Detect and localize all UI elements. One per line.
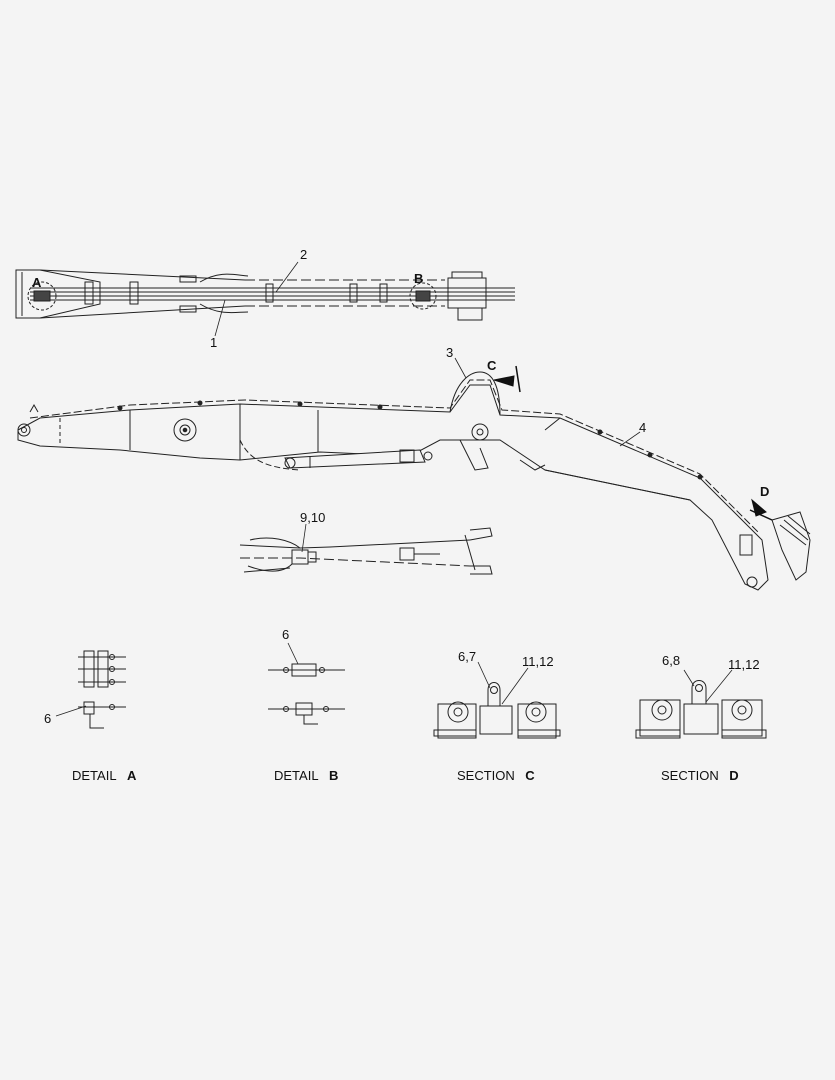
detail-b-leader [287,642,299,665]
boom-top-view [15,269,515,321]
callout-11-12-section-c: 11,12 [522,654,554,669]
marker-b: B [414,271,423,286]
caption-detail-b: DETAIL B [274,767,338,784]
boom-side-view [17,371,811,591]
caption-detail-a-letter: A [127,768,137,783]
detail-a-leader [55,705,87,717]
callout-11-12-section-d: 11,12 [728,657,760,672]
caption-section-d-letter: D [729,768,738,783]
section-c-drawing [433,682,561,739]
section-d-marker [749,498,773,521]
callout-4: 4 [639,420,646,435]
callout-6-detail-b: 6 [282,627,289,642]
detail-a-circle [27,281,57,311]
marker-c: C [487,358,497,373]
callout-6-7: 6,7 [458,649,476,664]
caption-detail-a-label: DETAIL [72,768,117,783]
detail-a-drawing [78,650,126,729]
caption-section-d: SECTION D [661,767,739,784]
callout-6-8: 6,8 [662,653,680,668]
caption-section-c-letter: C [525,768,535,783]
callout-9-10: 9,10 [300,510,325,525]
side-view-leaders [454,357,641,447]
callout-2: 2 [300,247,307,262]
detail-b-circle [409,282,437,310]
caption-section-c: SECTION C [457,767,535,784]
mid-detail-leader [301,523,307,553]
caption-detail-b-letter: B [329,768,338,783]
marker-d: D [760,484,769,499]
section-c-marker [493,365,521,393]
callout-6-detail-a: 6 [44,711,51,726]
mid-hose-detail [239,527,493,575]
caption-detail-b-label: DETAIL [274,768,319,783]
section-d-leaders [683,669,733,703]
section-c-leaders [477,661,529,705]
section-d-drawing [635,680,767,739]
marker-a: A [32,275,42,290]
caption-section-c-label: SECTION [457,768,515,783]
callout-1: 1 [210,335,217,350]
top-view-leaders [214,261,299,337]
detail-b-drawing [268,663,345,725]
callout-3: 3 [446,345,453,360]
caption-section-d-label: SECTION [661,768,719,783]
caption-detail-a: DETAIL A [72,767,137,784]
